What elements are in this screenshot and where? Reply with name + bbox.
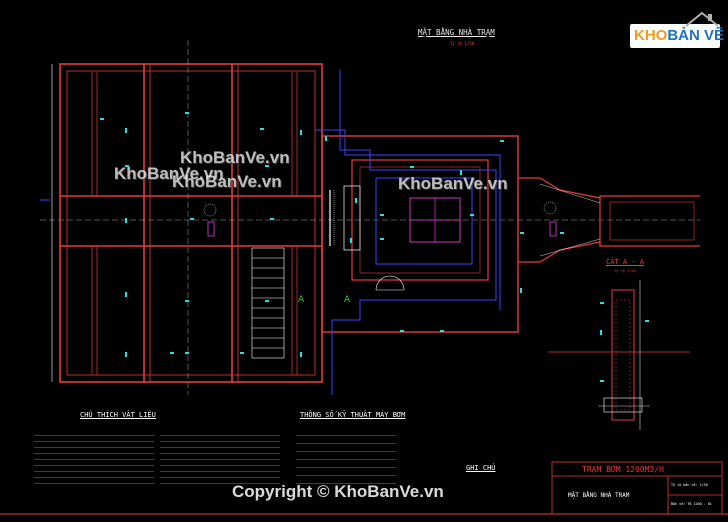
notes-heading: GHI CHÚ: [466, 464, 496, 472]
legend-heading: CHÚ THÍCH VẬT LIỆU: [80, 411, 156, 419]
section-title: CẮT A - A: [606, 258, 644, 266]
cable-routes: [40, 70, 501, 395]
drawing-title: MẶT BẰNG NHÀ TRẠM: [418, 28, 495, 37]
dimension-tick: [265, 300, 269, 302]
building-walls: [51, 63, 323, 383]
dimension-tick: [125, 352, 127, 357]
logo-part2: BẢN VẼ: [667, 27, 725, 44]
dimension-tick: [470, 214, 474, 216]
dimension-tick: [645, 320, 649, 322]
dimension-marks: [100, 112, 649, 382]
dimension-tick: [125, 292, 127, 297]
dimension-tick: [300, 130, 302, 135]
grid-axes: [40, 40, 700, 395]
watermark-3: KhoBanVe.vn: [172, 172, 282, 191]
logo-part1: KHO: [634, 27, 668, 44]
dimension-tick: [300, 352, 302, 357]
section-marker-right: A: [344, 295, 351, 305]
watermark-2: KhoBanVe.vn: [114, 164, 224, 183]
drawing-subtitle: Tỷ lệ 1/50: [450, 41, 475, 46]
dimension-tick: [350, 238, 352, 243]
door-swings: [375, 275, 405, 291]
specs-notes-left: [160, 430, 280, 484]
title-block-frame: [551, 461, 723, 515]
logo-badge: [630, 24, 720, 48]
logo-text: KHOBẢN VẼ: [634, 27, 724, 44]
dimension-tick: [520, 288, 522, 293]
section-detail: [548, 280, 690, 430]
title-block-sheet-name: MẶT BẰNG NHÀ TRẠM: [568, 492, 630, 499]
dimension-tick: [125, 218, 127, 223]
dimension-tick: [100, 118, 104, 120]
dimension-tick: [190, 218, 194, 220]
dimension-tick: [260, 128, 264, 130]
legend-notes: [34, 430, 154, 484]
dimension-tick: [240, 352, 244, 354]
section-markers: [207, 221, 557, 237]
section-subtitle: Tỷ lệ 1/50: [614, 269, 636, 273]
outflow-channel: [518, 177, 700, 263]
dimension-tick: [185, 112, 189, 114]
dimension-tick: [325, 136, 327, 141]
pump-room: [321, 135, 519, 333]
stairs: [251, 247, 285, 359]
dimension-tick: [125, 128, 127, 133]
logo-house-icon: [685, 11, 719, 27]
dimension-tick: [600, 380, 604, 382]
dimension-tick: [560, 232, 564, 234]
dimension-tick: [440, 330, 444, 332]
dimension-tick: [125, 165, 129, 167]
dimension-tick: [355, 198, 357, 203]
dimension-tick: [410, 166, 414, 168]
dimension-tick: [265, 165, 269, 167]
dimension-tick: [380, 238, 384, 240]
dimension-tick: [400, 330, 404, 332]
dimension-tick: [600, 302, 604, 304]
dimension-tick: [170, 352, 174, 354]
dimension-tick: [460, 170, 462, 175]
section-cut-markers: A A: [298, 295, 351, 305]
title-block-project: TRẠM BƠM 1200M3/H: [582, 465, 664, 474]
copyright-watermark: Copyright © KhoBanVe.vn: [232, 482, 444, 501]
dimension-tick: [185, 300, 189, 302]
tree-symbols: [203, 201, 557, 217]
section-marker-left: A: [298, 295, 305, 305]
title-block-sheet-no: Bản vẽ: TB 1200 - 01: [671, 502, 712, 506]
dimension-tick: [270, 218, 274, 220]
beams: [91, 72, 298, 375]
dimension-tick: [380, 214, 384, 216]
dimension-tick: [500, 140, 504, 142]
watermark-1: KhoBanVe.vn: [180, 148, 290, 167]
watermark-4: KhoBanVe.vn: [398, 174, 508, 193]
title-block-scale: Tỷ lệ bản vẽ: 1/50: [671, 483, 708, 487]
dimension-tick: [185, 352, 189, 354]
specs-heading: THÔNG SỐ KỸ THUẬT MÁY BƠM: [300, 411, 406, 419]
dimension-tick: [600, 330, 602, 335]
specs-notes-right: [296, 428, 396, 488]
dimension-tick: [520, 232, 524, 234]
